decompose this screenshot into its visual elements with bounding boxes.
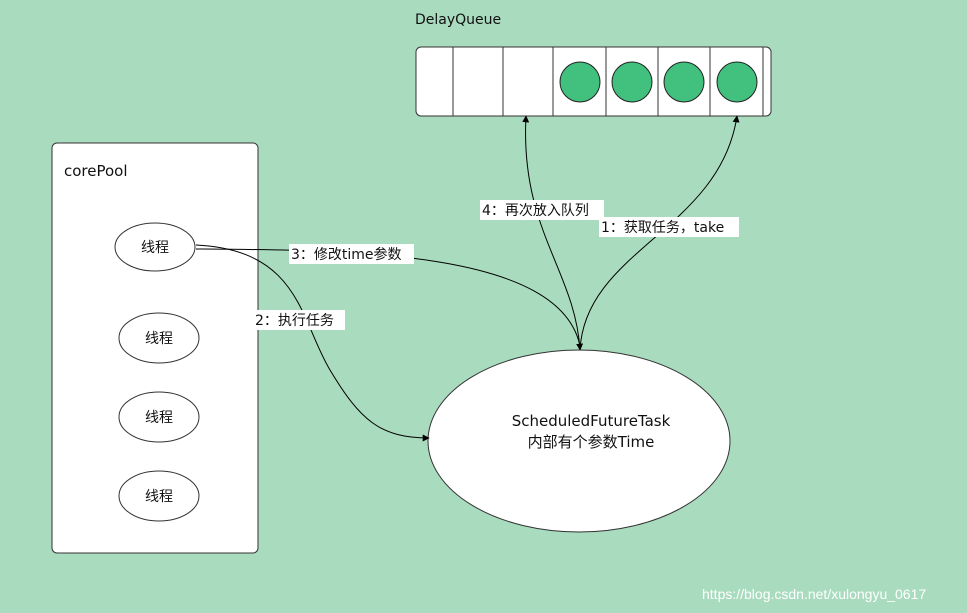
thread-node: 线程: [118, 391, 200, 443]
edge-requeue: [522, 115, 584, 351]
edge-label-modify: 3：修改time参数: [291, 246, 402, 263]
thread-node: 线程: [114, 222, 196, 272]
edge-modify: [195, 248, 581, 347]
delay-queue: [415, 46, 772, 117]
edge-execute: [195, 244, 430, 442]
edge-label-requeue: 4：再次放入队列: [482, 203, 589, 219]
queue-task-dot: [611, 61, 653, 103]
watermark: https://blog.csdn.net/xulongyu_0617: [702, 586, 926, 602]
thread-node: 线程: [118, 470, 200, 522]
edge-label-take: 1：获取任务，take: [601, 220, 724, 236]
task-desc: 内部有个参数Time: [528, 433, 655, 451]
queue-task-dot: [663, 61, 705, 103]
task-name: ScheduledFutureTask: [512, 412, 671, 430]
thread-label: 线程: [145, 410, 173, 426]
edge-take: [579, 115, 740, 351]
thread-label: 线程: [141, 240, 169, 256]
pool-title: corePool: [64, 162, 128, 180]
thread-node: 线程: [118, 312, 200, 364]
edge-label-execute: 2：执行任务: [255, 313, 334, 329]
thread-label: 线程: [145, 489, 173, 505]
queue-task-dot: [559, 61, 601, 103]
thread-label: 线程: [145, 331, 173, 347]
queue-task-dot: [716, 61, 758, 103]
queue-title: DelayQueue: [415, 12, 501, 28]
